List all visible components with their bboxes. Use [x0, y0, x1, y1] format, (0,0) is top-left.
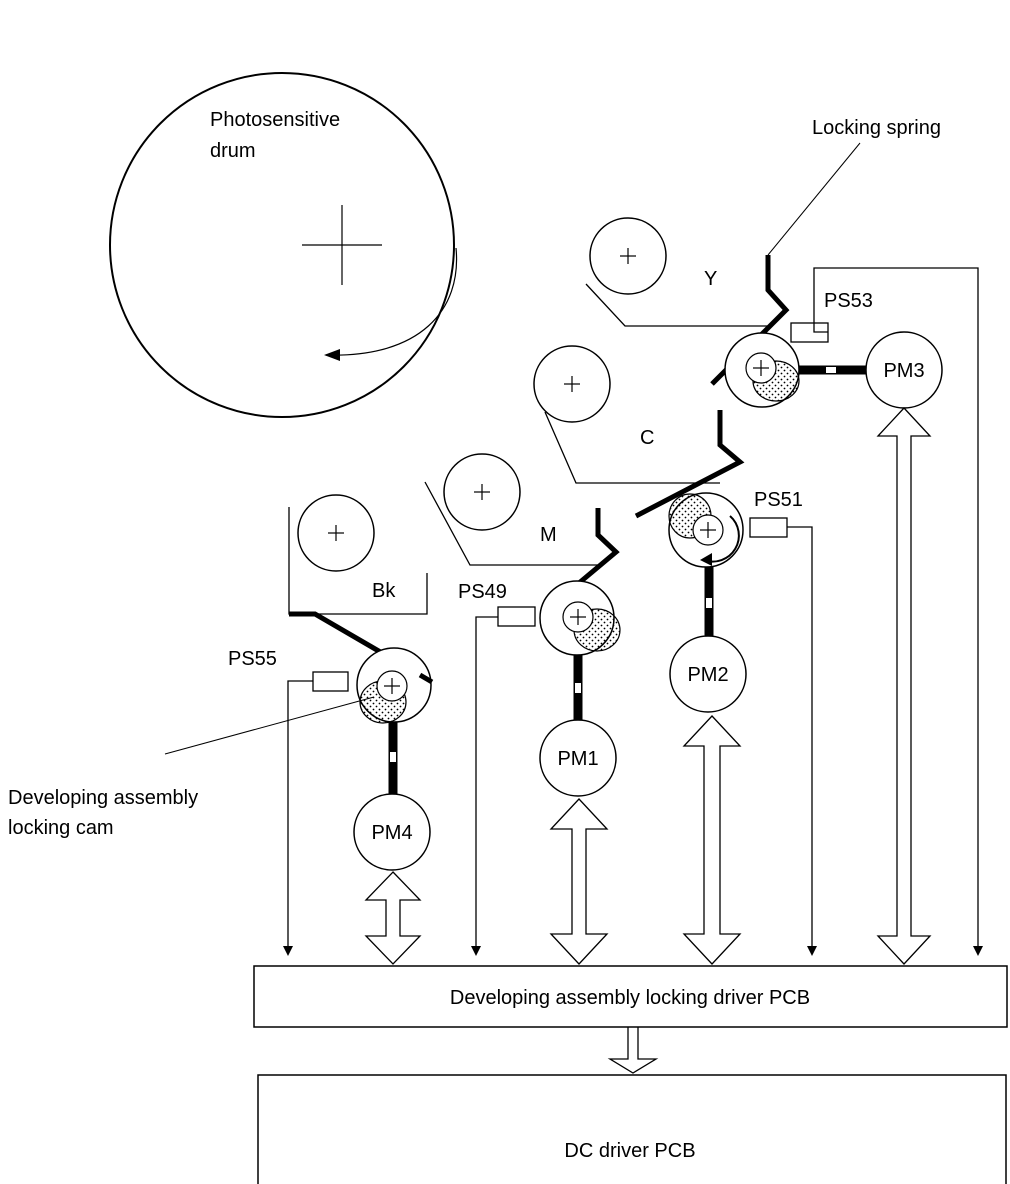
signal-line-ps53	[813, 267, 983, 956]
leader-locking-spring	[767, 142, 861, 256]
signal-line-ps55	[283, 680, 313, 956]
developing-unit-black: Bk PS55	[228, 494, 434, 795]
bus-arrow-pm1	[549, 798, 609, 965]
sensor-label-ps55: PS55	[228, 648, 277, 670]
signal-line-ps51	[787, 526, 817, 956]
cam-label-line1: Developing assembly	[8, 787, 198, 809]
sensor-ps55	[312, 671, 349, 692]
signal-line-ps49	[471, 616, 498, 956]
locking-driver-pcb-label: Developing assembly locking driver PCB	[450, 987, 810, 1009]
developing-cylinder-m	[443, 453, 521, 531]
cam-rotation-arrow-c	[703, 515, 740, 563]
motor-label-pm4: PM4	[371, 822, 412, 844]
developing-cylinder-c	[533, 345, 611, 423]
locking-spring-label: Locking spring	[812, 117, 941, 139]
unit-label-y: Y	[704, 268, 717, 290]
connection-arrows	[364, 407, 932, 1074]
dc-driver-pcb-label: DC driver PCB	[564, 1140, 695, 1162]
motor-label-pm1: PM1	[557, 748, 598, 770]
drum-label-line2: drum	[210, 140, 256, 162]
sensor-label-ps53: PS53	[824, 290, 873, 312]
developing-unit-magenta: M PS49	[424, 453, 621, 720]
motor-pm4: PM4	[353, 793, 431, 871]
photosensitive-drum: Photosensitive drum	[109, 72, 458, 418]
unit-label-bk: Bk	[372, 580, 396, 602]
sensor-ps51	[749, 517, 788, 538]
unit-label-m: M	[540, 524, 557, 546]
drum-label-line1: Photosensitive	[210, 109, 340, 131]
motor-label-pm2: PM2	[687, 664, 728, 686]
drum-rotation-arrow	[325, 247, 458, 356]
locking-spring-c	[634, 410, 745, 519]
developing-unit-cyan: C PS51	[533, 345, 803, 636]
dc-driver-pcb: DC driver PCB	[257, 1074, 1007, 1184]
sensor-label-ps49: PS49	[458, 581, 507, 603]
motor-pm1: PM1	[539, 719, 617, 797]
developing-cylinder-y	[589, 217, 667, 295]
bus-arrow-pm2	[682, 715, 742, 965]
leader-locking-cam	[164, 696, 375, 755]
motor-pm3: PM3	[865, 331, 943, 409]
bus-arrow-pm3	[876, 407, 932, 965]
sensor-ps49	[497, 606, 536, 627]
motor-pm2: PM2	[669, 635, 747, 713]
bus-arrow-pm4	[364, 871, 422, 965]
developing-cylinder-bk	[297, 494, 375, 572]
sensor-signal-lines	[283, 267, 983, 956]
cam-label-line2: locking cam	[8, 817, 114, 839]
unit-label-c: C	[640, 427, 654, 449]
developing-unit-yellow: Y PS53	[585, 217, 873, 408]
sensor-label-ps51: PS51	[754, 489, 803, 511]
motor-label-pm3: PM3	[883, 360, 924, 382]
locking-driver-pcb: Developing assembly locking driver PCB	[253, 965, 1008, 1028]
